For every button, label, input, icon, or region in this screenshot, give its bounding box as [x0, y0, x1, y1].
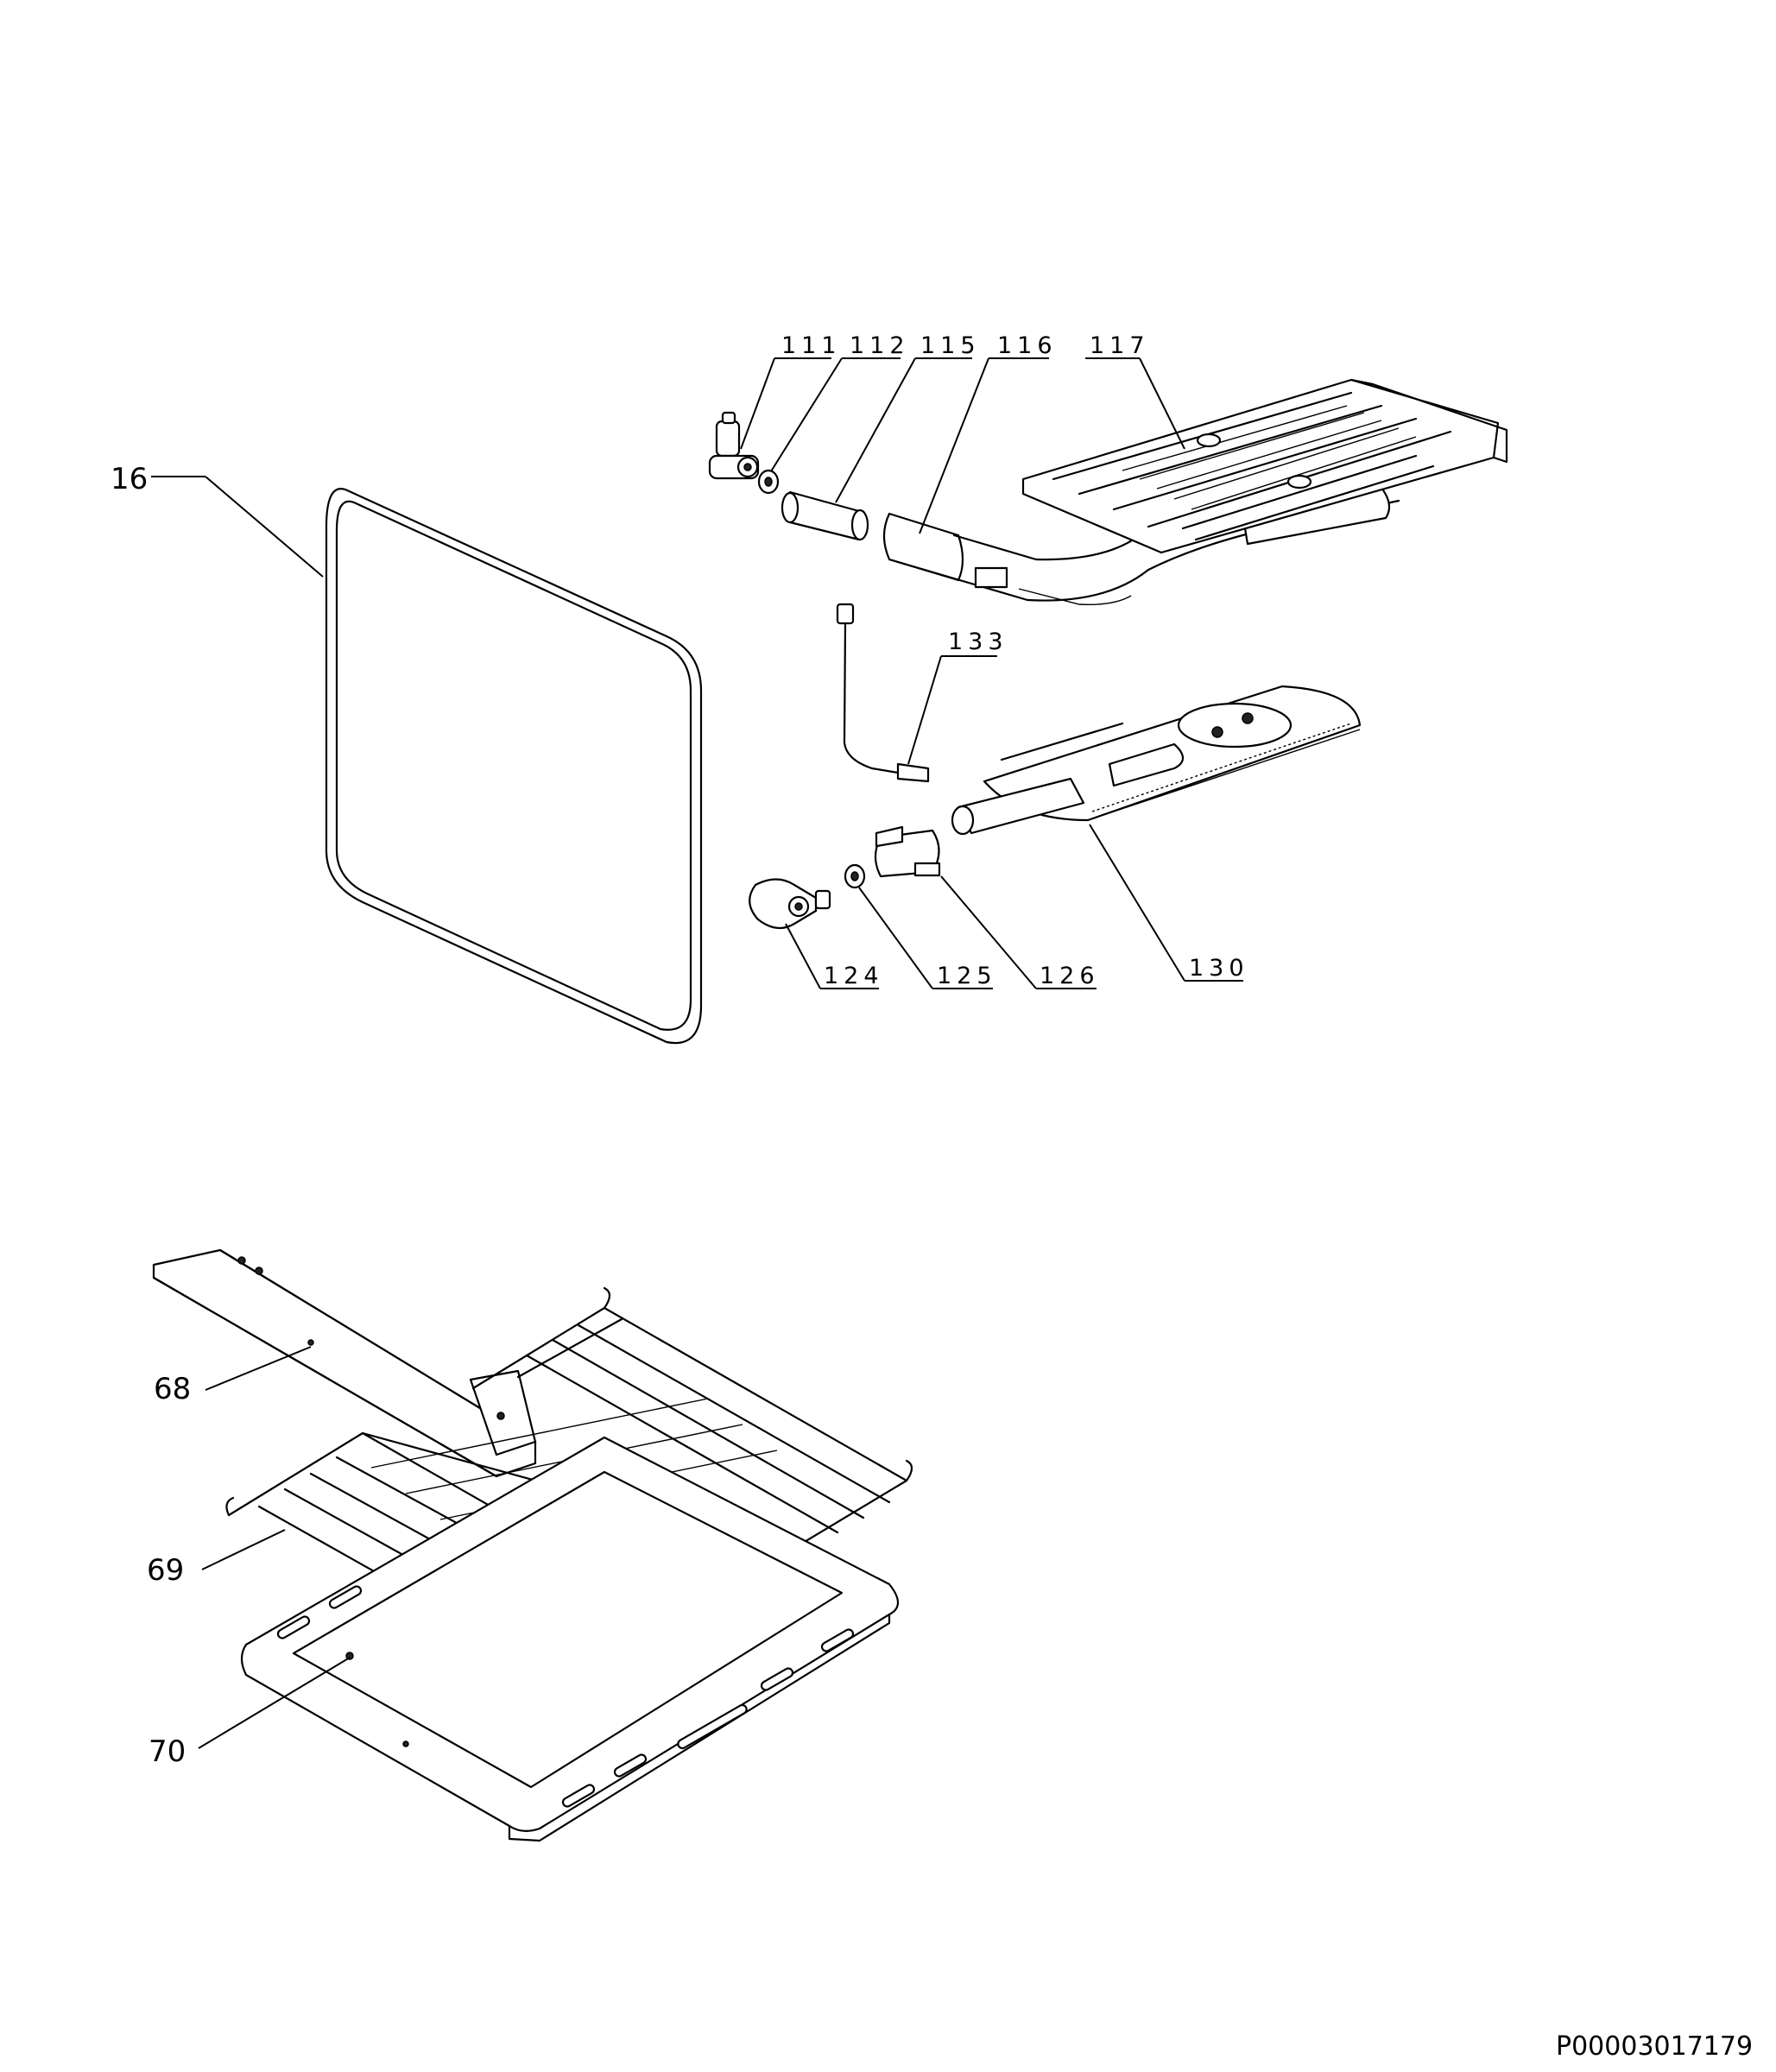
part-16-door-gasket: [325, 488, 703, 1045]
label-68: 68: [154, 1372, 191, 1406]
part-117-heat-shield: [1021, 378, 1508, 554]
label-111: 111: [781, 332, 842, 359]
label-116: 116: [997, 332, 1058, 359]
part-130-oven-burner: [951, 685, 1362, 836]
leader-133: [907, 655, 942, 765]
part-111-valve-connector: [708, 411, 760, 480]
part-115-tube: [781, 490, 869, 541]
leader-124: [785, 923, 821, 989]
part-126-clamp: [874, 825, 941, 878]
label-70: 70: [149, 1734, 186, 1769]
leader-70: [198, 1657, 351, 1749]
leader-130: [1089, 824, 1185, 982]
part-112-nut: [757, 469, 780, 495]
part-133-thermocouple: [836, 603, 930, 783]
leader-112: [770, 357, 843, 472]
label-126: 126: [1040, 963, 1100, 989]
label-112: 112: [850, 332, 910, 359]
leader-126: [940, 875, 1037, 989]
leader-68: [205, 1346, 312, 1391]
document-code: P00003017179: [1556, 2031, 1753, 2062]
label-16: 16: [111, 462, 148, 496]
label-115: 115: [920, 332, 981, 359]
leader-16-diag: [205, 476, 324, 578]
part-70-base-plate: [240, 1436, 900, 1842]
leader-116: [919, 357, 989, 534]
part-125-injector: [844, 863, 866, 889]
part-68-support-rail: [152, 1248, 537, 1478]
leader-111: [740, 357, 775, 450]
leader-115: [835, 357, 916, 503]
label-69: 69: [147, 1553, 184, 1588]
label-117: 117: [1090, 332, 1150, 359]
label-124: 124: [824, 963, 884, 989]
label-133: 133: [948, 629, 1008, 655]
part-124-valve: [749, 878, 831, 930]
leader-125: [858, 887, 933, 989]
label-130: 130: [1189, 955, 1249, 982]
leader-69: [201, 1529, 286, 1570]
leader-117: [1139, 357, 1185, 450]
label-125: 125: [937, 963, 997, 989]
